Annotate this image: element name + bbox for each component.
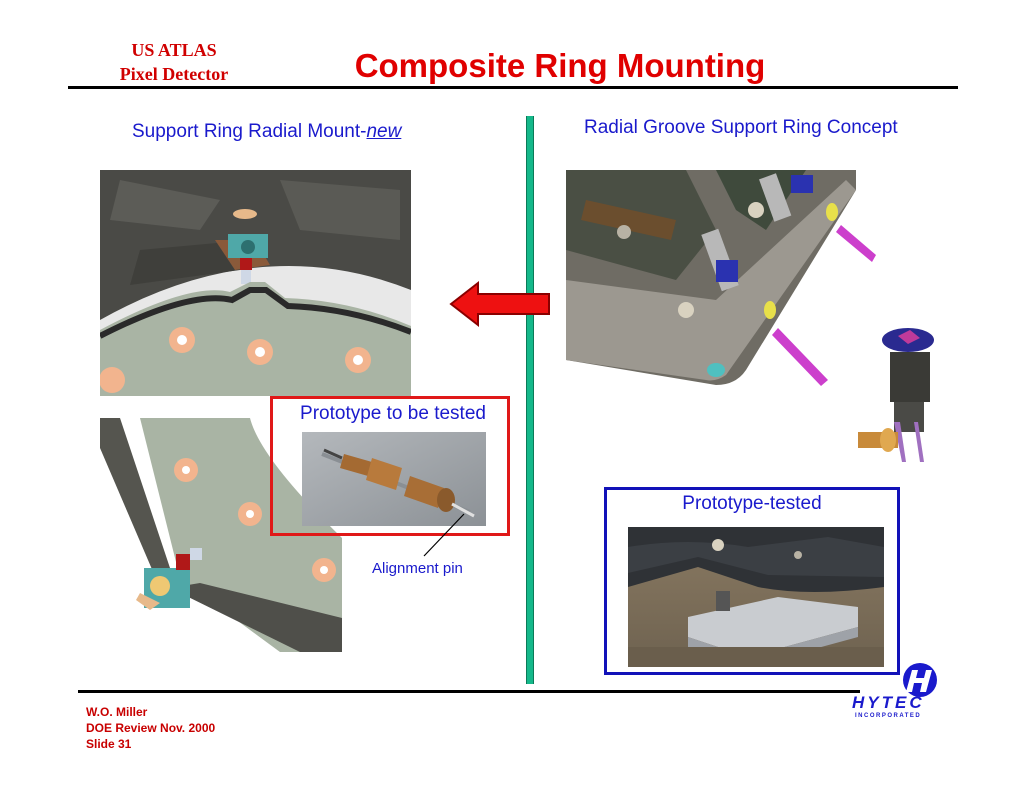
- footer-info: W.O. Miller DOE Review Nov. 2000 Slide 3…: [86, 704, 215, 752]
- alignment-pin-leader-line: [420, 500, 480, 560]
- svg-text:INCORPORATED: INCORPORATED: [855, 713, 921, 719]
- alignment-pin-label: Alignment pin: [372, 560, 463, 577]
- footer-event: DOE Review Nov. 2000: [86, 721, 216, 735]
- prototype-tested-photo: [628, 527, 884, 667]
- footer-slide-number: Slide 31: [86, 737, 132, 751]
- section-divider: [526, 116, 534, 684]
- right-section-heading: Radial Groove Support Ring Concept: [584, 117, 898, 138]
- radial-mount-render-top: [100, 170, 411, 396]
- header-rule: [68, 86, 958, 89]
- svg-text:HYTEC: HYTEC: [852, 693, 925, 712]
- footer-rule: [78, 690, 860, 693]
- footer-author: W.O. Miller: [86, 705, 148, 719]
- prototype-to-test-frame: [270, 396, 510, 536]
- left-arrow-icon: [448, 280, 552, 328]
- prototype-tested-frame: [604, 487, 900, 675]
- prototype-pin-photo: [302, 432, 486, 526]
- left-section-heading: Support Ring Radial Mount-new: [132, 120, 401, 144]
- prototype-tested-label: Prototype-tested: [682, 493, 822, 514]
- radial-groove-pin-render: [858, 322, 942, 470]
- hytec-logo: HYTEC INCORPORATED: [850, 660, 944, 720]
- org-line-2: Pixel Detector: [119, 64, 229, 84]
- left-heading-emphasis: new: [366, 121, 402, 142]
- organization-name: US ATLAS Pixel Detector: [92, 38, 256, 86]
- org-line-1: US ATLAS: [131, 40, 217, 60]
- slide-title: Composite Ring Mounting: [354, 47, 766, 84]
- left-heading-text: Support Ring Radial Mount-: [132, 121, 367, 142]
- prototype-to-test-label: Prototype to be tested: [300, 403, 486, 424]
- radial-groove-ring-render: [566, 170, 876, 400]
